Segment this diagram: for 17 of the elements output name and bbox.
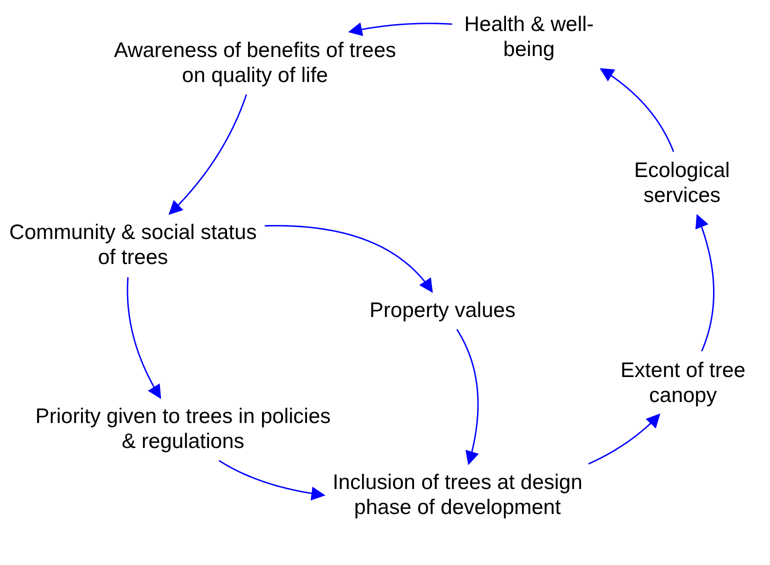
factor-label: Ecological services [612,158,752,208]
arrow [264,225,433,293]
arrow [588,414,660,465]
factor-label: Extent of tree canopy [598,358,768,408]
factor-label: Property values [345,298,540,324]
factor-label: Priority given to trees in policies & regulations [28,404,338,454]
factor-label: Inclusion of trees at design phase of development [330,470,585,520]
arrow [600,68,674,152]
factor-label: Community & social status of trees [8,220,258,270]
factor-label: Awareness of benefits of trees on quality of life [110,38,400,88]
arrow [218,460,326,500]
arrow [126,277,162,399]
arrow [168,94,248,215]
factor-label: Health & well-being [459,12,599,62]
arrow [456,329,479,466]
arrow [695,214,714,352]
arrow [348,22,452,36]
